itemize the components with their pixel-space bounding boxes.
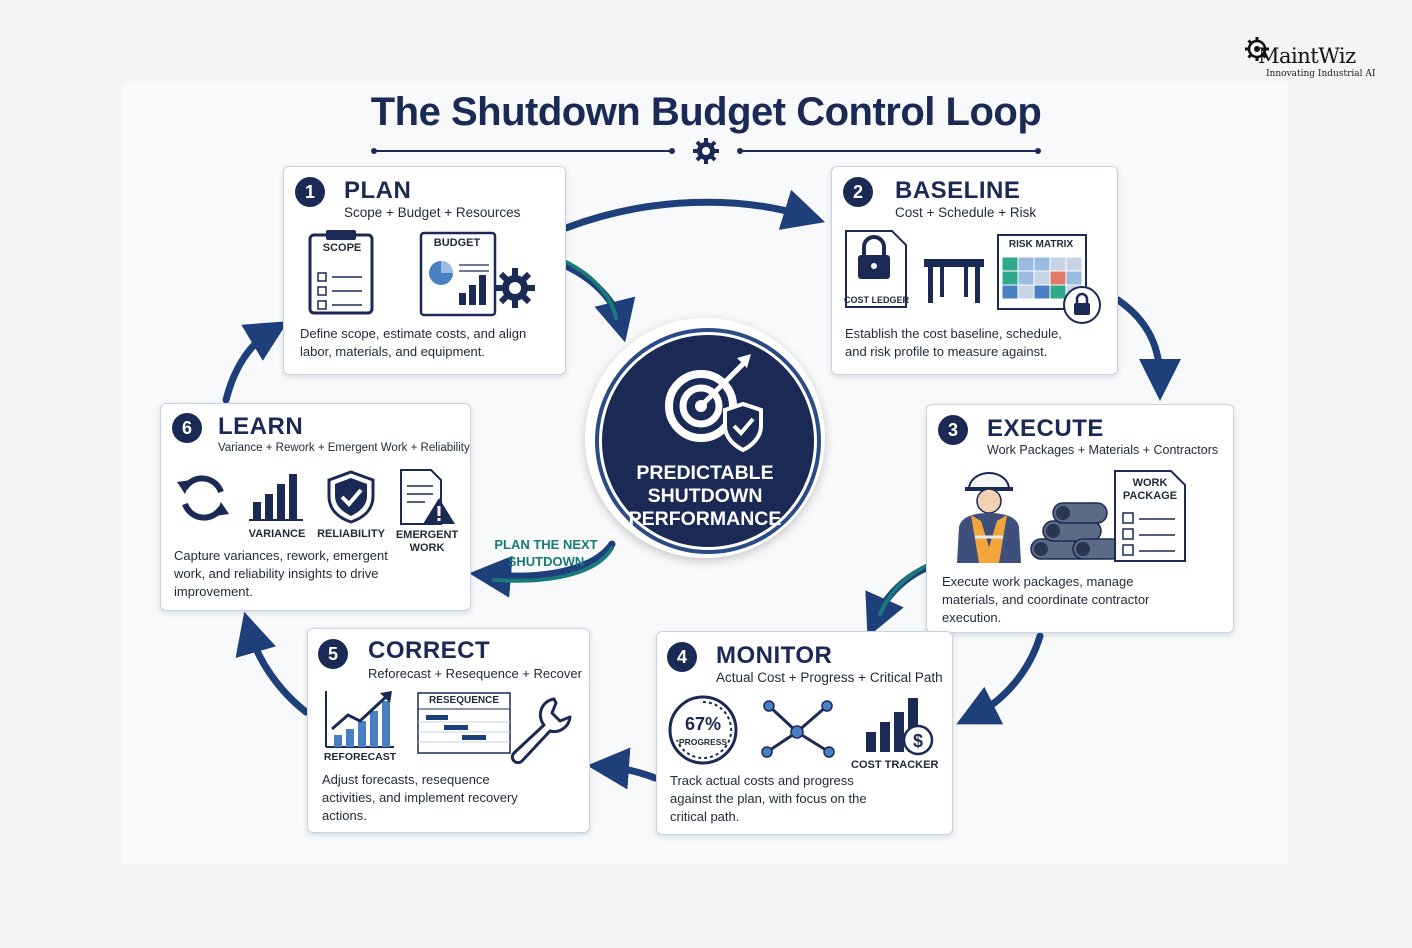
shield-check-icon <box>327 470 375 524</box>
pipes-icon <box>1030 502 1122 560</box>
work-package-icon <box>1114 470 1186 562</box>
budget-label: BUDGET <box>433 237 481 249</box>
center-line-1: PREDICTABLE <box>636 462 774 484</box>
arrow-baseline-to-execute <box>1114 296 1181 401</box>
step-card-plan: 1 PLAN Scope + Budget + Resources SCOPE … <box>283 166 566 375</box>
step-card-correct: 5 CORRECT Reforecast + Resequence + Reco… <box>307 628 590 833</box>
step-card-learn: 6 LEARN Variance + Rework + Emergent Wor… <box>160 403 471 611</box>
step-title: CORRECT <box>368 637 491 664</box>
target-shield-icon <box>665 354 763 453</box>
next-label-line-2: SHUTDOWN <box>507 554 585 569</box>
step-card-monitor: 4 MONITOR Actual Cost + Progress + Criti… <box>656 631 953 835</box>
page-title: The Shutdown Budget Control Loop <box>370 90 1042 134</box>
step-card-baseline: 2 BASELINE Cost + Schedule + Risk COST L… <box>831 166 1118 375</box>
emergent-work-label: EMERGENT WORK <box>395 529 459 554</box>
step-number: 3 <box>938 415 968 445</box>
step-subtitle: Scope + Budget + Resources <box>344 205 521 220</box>
budget-chart-icon <box>419 231 497 317</box>
step-subtitle: Variance + Rework + Emergent Work + Reli… <box>218 442 470 454</box>
step-title: PLAN <box>344 177 412 204</box>
step-title: EXECUTE <box>987 415 1104 442</box>
progress-percent: 67% <box>684 714 722 734</box>
cost-tracker-icon: $ <box>866 698 934 756</box>
progress-label: PROGRESS <box>678 737 728 747</box>
step-card-execute: 3 EXECUTE Work Packages + Materials + Co… <box>926 404 1234 633</box>
step-title: BASELINE <box>895 177 1021 204</box>
cost-tracker-label: COST TRACKER <box>851 759 939 771</box>
gear-icon <box>495 268 535 308</box>
step-description: Define scope, estimate costs, and align … <box>300 326 527 359</box>
step-number: 4 <box>667 642 697 672</box>
table-icon <box>924 259 984 303</box>
next-label-line-1: PLAN THE NEXT <box>494 537 598 552</box>
refresh-icon <box>177 475 229 521</box>
arrow-center-to-learn <box>469 540 616 598</box>
reforecast-chart-icon <box>325 691 394 748</box>
brand-name: MaintWiz <box>1258 44 1356 68</box>
gear-icon <box>693 138 719 164</box>
step-description: Adjust forecasts, resequence activities,… <box>322 772 518 823</box>
resequence-label: RESEQUENCE <box>428 695 499 706</box>
step-description: Execute work packages, manage materials,… <box>942 574 1150 625</box>
variance-chart-icon <box>249 474 303 521</box>
variance-label: VARIANCE <box>248 528 306 540</box>
arrow-monitor-to-correct <box>587 747 659 790</box>
step-subtitle: Actual Cost + Progress + Critical Path <box>716 670 943 685</box>
step-number: 2 <box>843 177 873 207</box>
step-number: 5 <box>318 639 348 669</box>
svg-text:$: $ <box>913 731 923 751</box>
plan-next-shutdown-label: PLAN THE NEXT SHUTDOWN <box>488 536 604 570</box>
step-subtitle: Work Packages + Materials + Contractors <box>987 443 1219 457</box>
step-number: 6 <box>172 413 202 443</box>
warning-doc-icon <box>400 469 455 525</box>
arrow-plan-to-center <box>562 262 636 343</box>
center-line-3: PERFORMANCE <box>628 508 782 530</box>
center-label: PREDICTABLE SHUTDOWN PERFORMANCE <box>585 462 825 531</box>
arrow-execute-to-monitor <box>956 632 1044 725</box>
brand-logo: MaintWiz Innovating Industrial AI <box>1242 34 1382 84</box>
step-description: Establish the cost baseline, schedule, a… <box>845 326 1062 359</box>
cost-ledger-label: COST LEDGER <box>844 295 910 305</box>
title-divider <box>371 138 1041 164</box>
risk-matrix-icon <box>997 234 1101 324</box>
arrow-plan-to-baseline <box>562 189 826 232</box>
progress-gauge-icon <box>668 695 738 765</box>
arrow-correct-to-learn <box>235 611 310 716</box>
scope-label: SCOPE <box>322 242 362 254</box>
network-path-icon <box>761 700 835 758</box>
step-description: Track actual costs and progress against … <box>670 773 867 824</box>
step-title: MONITOR <box>716 642 833 669</box>
reliability-label: RELIABILITY <box>317 528 385 540</box>
gantt-icon <box>417 692 511 754</box>
arrow-learn-to-plan <box>222 321 289 404</box>
step-subtitle: Cost + Schedule + Risk <box>895 205 1037 220</box>
worker-icon <box>957 472 1021 563</box>
risk-matrix-label: RISK MATRIX <box>1008 239 1074 250</box>
reforecast-label: REFORECAST <box>323 751 397 763</box>
step-subtitle: Reforecast + Resequence + Recover <box>368 666 582 681</box>
step-description: Capture variances, rework, emergent work… <box>174 548 388 599</box>
center-circle <box>599 332 817 550</box>
brand-tagline: Innovating Industrial AI <box>1266 69 1376 79</box>
checklist-clipboard-icon <box>308 230 374 315</box>
step-number: 1 <box>295 177 325 207</box>
lock-ledger-icon <box>845 230 907 308</box>
center-line-2: SHUTDOWN <box>647 485 763 507</box>
logo-gear-icon <box>1245 37 1269 61</box>
center-goal-badge: PREDICTABLE SHUTDOWN PERFORMANCE <box>585 318 825 558</box>
step-title: LEARN <box>218 413 304 440</box>
wrench-icon <box>510 697 572 765</box>
work-package-label: WORK PACKAGE <box>1122 477 1178 502</box>
